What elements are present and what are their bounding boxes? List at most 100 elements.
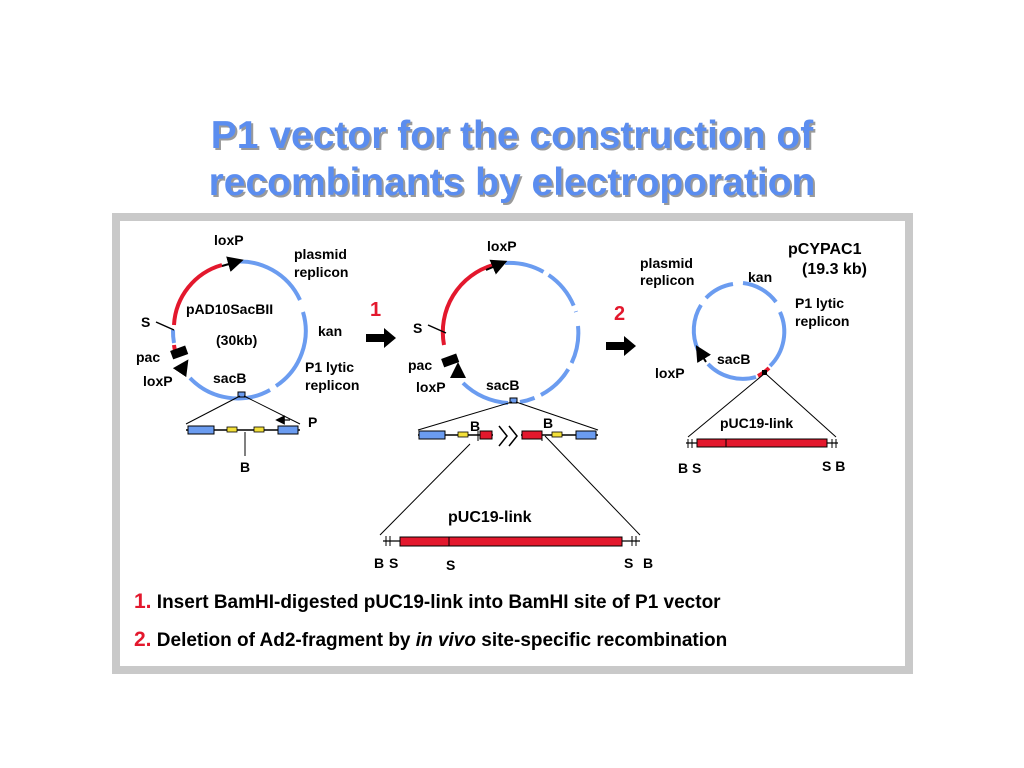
map-yellow-box [457,431,469,438]
puc19-link-center: pUC19-link B S S S B [374,435,653,573]
link-right-right: S B [822,458,845,474]
p2-B-right: B [543,415,553,431]
right-arrow-icon [606,336,636,356]
p1-P: P [308,414,317,430]
p1-ring-red [172,263,223,326]
expand-line [544,435,641,536]
s-site-tick [155,321,175,331]
link-red-bar [696,438,828,448]
p3-sacB: sacB [717,351,750,367]
p1-ring-blue-bottom [188,376,271,401]
link-red-bar [399,536,623,547]
p1-sacB: sacB [213,370,246,386]
expand-line [417,401,513,431]
step-2-text-post: site-specific recombination [475,630,728,651]
link-center-name: pUC19-link [448,509,532,526]
map-red-box [479,430,493,440]
p1-pac: pac [136,349,160,365]
expand-line [185,395,241,425]
plasmid-2: loxP S pac loxP sacB B B [408,238,599,447]
p2-pac: pac [408,357,432,373]
plasmid1-size: (30kb) [216,332,257,348]
p3-ring-blue-4 [706,362,757,381]
step-arrow-2: 2 [606,303,636,356]
p1-loxP-top: loxP [214,232,244,248]
p3-loxP: loxP [655,365,685,381]
p3-kan: kan [748,269,772,285]
right-arrow-icon [366,328,396,348]
p1-lytic-2: replicon [305,377,359,393]
p1-plasmid-replicon-2: replicon [294,264,348,280]
step-2-number: 2. [134,628,152,651]
p3-ring-blue-5 [691,303,703,351]
p2-ring-blue-3 [461,381,509,405]
plasmid3-name: pCYPAC1 [788,241,862,258]
slide-title: P1 vector for the construction of recomb… [0,112,1024,206]
p1-loxP-bottom: loxP [143,373,173,389]
p3-lytic-2: replicon [795,313,849,329]
step-arrow-1: 1 [366,299,396,348]
loxP-arrow-icon [485,259,508,275]
link-center-S-mid: S [446,557,455,573]
p3-ring-blue [704,282,734,300]
plasmid-3: pCYPAC1 (19.3 kb) plasmid replicon kan P… [640,241,867,476]
expand-line [379,443,471,536]
map-blue-box [277,425,299,435]
p2-ring-blue-2 [519,325,581,404]
step-1-number: 1. [134,590,152,613]
link-center-S-right: S [624,555,633,571]
p1-B: B [240,459,250,475]
p3-lytic: P1 lytic [795,295,844,311]
p2-ring-blue [504,260,578,313]
link-center-B-left: B [374,555,384,571]
step-2: 2. Deletion of Ad2-fragment by in vivo s… [134,628,727,652]
p3-plasmid-replicon: plasmid [640,255,693,271]
sacB-box [509,397,518,404]
plasmid-1: loxP plasmid replicon pAD10SacBII (30kb)… [136,232,359,475]
step-1: 1. Insert BamHI-digested pUC19-link into… [134,590,721,614]
p2-loxP-bottom: loxP [416,379,446,395]
p1-ring-blue-right [274,311,308,388]
p1-S: S [141,314,150,330]
p3-ring-blue-3 [768,311,787,368]
p3-ring-blue-2 [742,281,778,304]
plasmid3-size: (19.3 kb) [802,261,867,278]
map-red-box [521,430,543,440]
site-marker [762,370,767,375]
title-line-1: P1 vector for the construction of [210,114,814,157]
break-icon [498,425,518,447]
p1-ring-blue-left [170,329,176,344]
plasmid1-name: pAD10SacBII [186,301,273,317]
p2-sacB: sacB [486,377,519,393]
map-blue-box [418,430,446,440]
p1-ring-blue-top [231,259,302,301]
step-1-text: Insert BamHI-digested pUC19-link into Ba… [156,592,721,613]
title-line-2: recombinants by electroporation [208,161,816,204]
expand-line [515,401,599,431]
link-right-left: B S [678,460,701,476]
link-center-S-left: S [389,555,398,571]
s-site-tick [427,324,447,334]
loxP-arrow-icon [695,345,711,363]
expand-line [243,395,301,425]
p2-loxP-top: loxP [487,238,517,254]
map-blue-box [575,430,597,440]
p2-ring-red [440,263,494,346]
pac-block [170,345,189,360]
p1-kan: kan [318,323,342,339]
map-blue-box [187,425,215,435]
p2-B-left: B [470,418,480,434]
step-2-text-italic: in vivo [415,630,476,651]
arrow-1-label: 1 [370,299,381,321]
step-2-text-pre: Deletion of Ad2-fragment by [156,630,416,651]
map-yellow-box [551,431,563,438]
sacB-box [237,391,246,398]
loxP-arrow-icon [172,359,189,378]
p2-S: S [413,320,422,336]
pac-block [441,353,460,368]
loxP-arrow-icon [221,256,244,272]
link-center-B-right: B [643,555,653,571]
p1-plasmid-replicon: plasmid [294,246,347,262]
map-yellow-box [226,426,238,433]
